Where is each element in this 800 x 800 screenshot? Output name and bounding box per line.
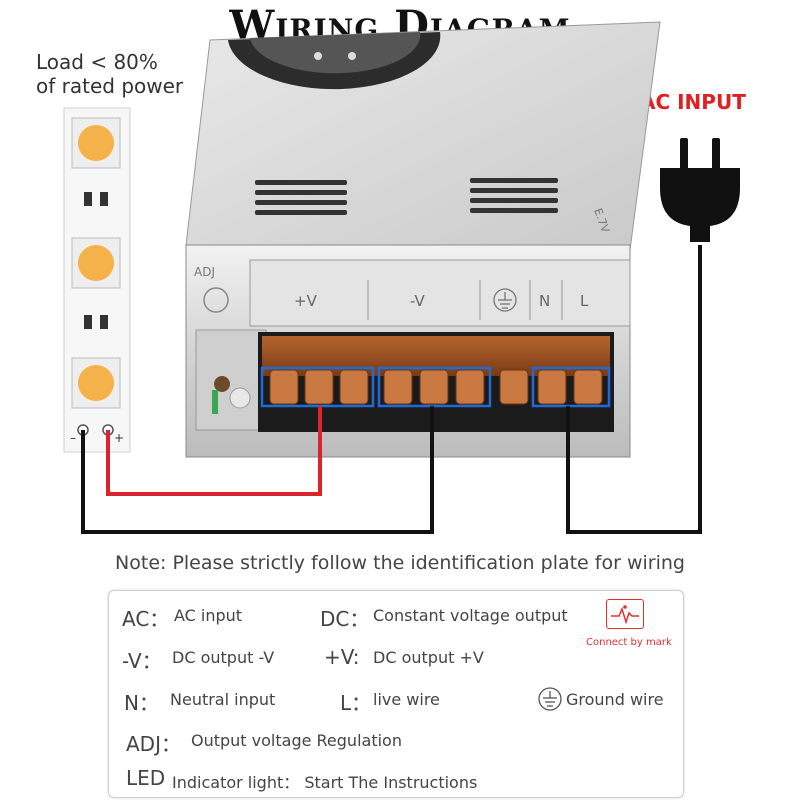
psu-label-plate: [249, 259, 631, 327]
psu-vent-right: [470, 178, 558, 213]
wiring-diagram: E.7V ADJ +V -V N L: [63, 21, 740, 534]
legend-l-desc: live wire: [373, 690, 440, 709]
psu-plus-v-label: +V: [294, 292, 318, 310]
legend-n-desc: Neutral input: [170, 690, 276, 709]
legend-led-abbr: LED: [126, 766, 166, 790]
psu-neutral-label: N: [539, 292, 550, 310]
ground-icon: [538, 687, 562, 711]
power-supply: E.7V ADJ +V -V N L: [185, 21, 661, 458]
legend-ac-desc: AC input: [174, 606, 243, 625]
legend-adj-abbr: ADJ：: [126, 732, 181, 756]
load-note: Load < 80% of rated power: [36, 50, 183, 98]
terminal-cover: [262, 336, 610, 376]
led-chip-3: [78, 365, 114, 401]
psu-minus-v-label: -V: [410, 292, 426, 310]
load-note-line1: Load < 80%: [36, 50, 158, 74]
psu-vent-left: [255, 180, 347, 215]
strip-minus-label: –: [70, 431, 76, 445]
led-strip: – +: [63, 107, 131, 453]
ac-input-label: AC INPUT: [640, 90, 746, 114]
legend-adj-desc: Output voltage Regulation: [191, 731, 402, 750]
legend-plus-v-desc: DC output +V: [373, 648, 484, 667]
legend-minus-v-desc: DC output -V: [172, 648, 275, 667]
legend-plus-v-abbr: +V:: [324, 645, 360, 669]
legend-minus-v-abbr: -V：: [122, 649, 162, 673]
psu-adj-label: ADJ: [194, 265, 215, 279]
strip-plus-label: +: [114, 431, 124, 445]
terminal-screws: [269, 369, 603, 405]
psu-ground-icon: [493, 288, 517, 312]
load-note-line2: of rated power: [36, 74, 184, 98]
ac-plug-icon: [660, 138, 740, 242]
legend-l-abbr: L：: [340, 691, 372, 715]
ac-terminal-group: [531, 366, 611, 408]
connect-mark-icon: [606, 599, 644, 629]
ac-wire: [566, 245, 702, 534]
wiring-note: Note: Please strictly follow the identif…: [115, 552, 685, 574]
legend-ac-abbr: AC：: [122, 607, 170, 631]
minus-v-terminal-group: [377, 366, 492, 408]
legend-dc-desc: Constant voltage output: [373, 606, 568, 625]
legend-ground-desc: Ground wire: [566, 690, 664, 709]
legend-led-desc: Indicator light： Start The Instructions: [172, 773, 478, 792]
legend-panel: [108, 590, 684, 798]
plus-v-terminal-group: [260, 366, 375, 408]
positive-wire: [106, 406, 322, 496]
legend-dc-abbr: DC：: [320, 607, 370, 631]
connect-mark-label: Connect by mark: [586, 637, 672, 648]
led-chip-1: [78, 125, 114, 161]
psu-live-label: L: [580, 292, 589, 310]
legend-n-abbr: N：: [124, 691, 159, 715]
negative-wire: [81, 406, 434, 534]
led-chip-2: [78, 245, 114, 281]
